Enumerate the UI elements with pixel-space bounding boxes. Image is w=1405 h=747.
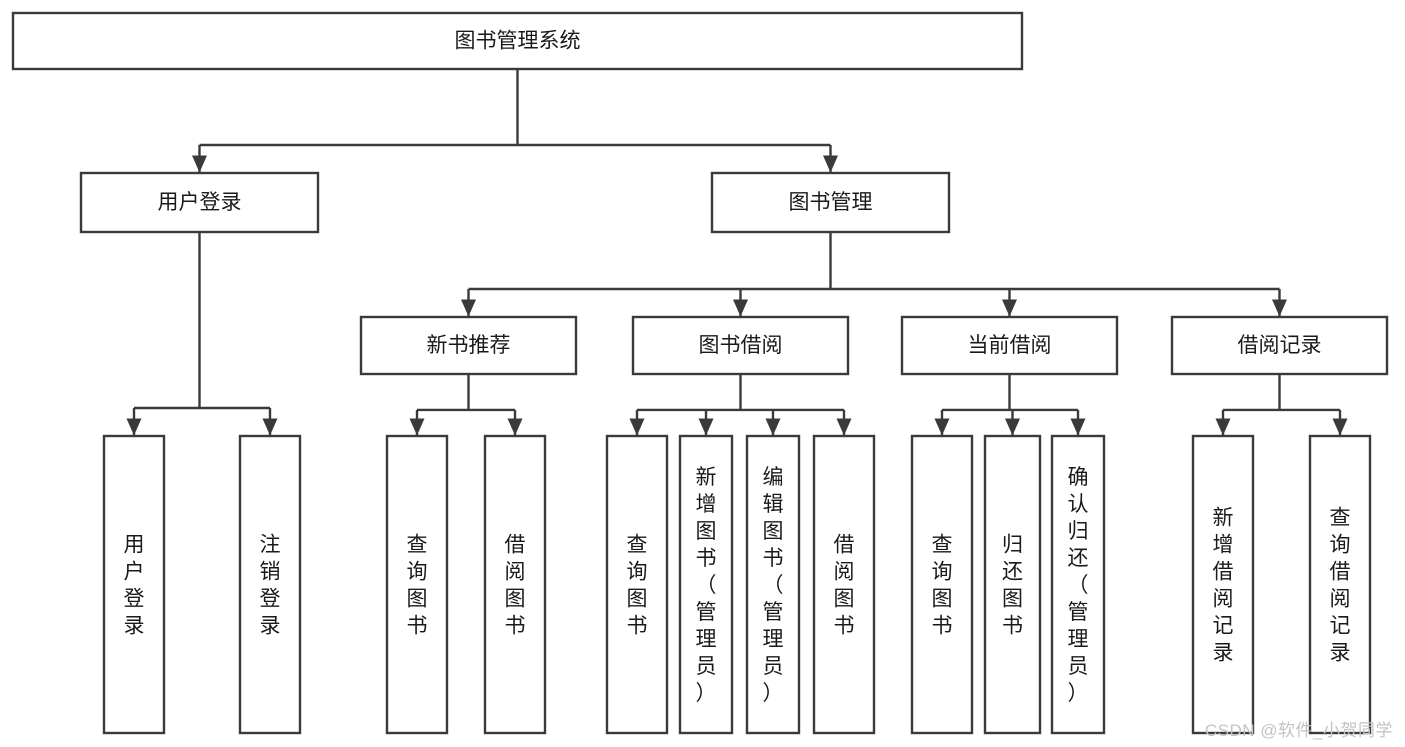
- node-box-leaf-add-borrow-record: [1191, 434, 1255, 735]
- node-label-leaf-add-borrow-record: 新增借阅记录: [1213, 507, 1234, 665]
- node-label-book-borrow: 图书借阅: [699, 334, 783, 357]
- node-leaf-borrow-book[interactable]: 借阅图书: [812, 434, 876, 735]
- node-leaf-add-book[interactable]: 新增图书（管理员）: [678, 434, 734, 735]
- arrow-head: [1332, 418, 1348, 436]
- arrow-head: [836, 418, 852, 436]
- node-leaf-user-login[interactable]: 用户登录: [102, 434, 166, 735]
- node-leaf-return-book[interactable]: 归还图书: [983, 434, 1042, 735]
- connector-conn-current-split: [934, 374, 1086, 436]
- node-label-leaf-query-borrow-record: 查询借阅记录: [1330, 507, 1351, 665]
- node-user-login[interactable]: 用户登录: [79, 171, 320, 234]
- node-leaf-query-book-current[interactable]: 查询图书: [910, 434, 974, 735]
- arrow-head: [1070, 418, 1086, 436]
- node-label-leaf-borrow-book-recommend: 借阅图书: [505, 534, 526, 638]
- node-label-leaf-add-book: 新增图书（管理员）: [696, 466, 717, 705]
- connector-conn-root-split: [192, 69, 838, 173]
- nodes-layer: 图书管理系统用户登录图书管理新书推荐图书借阅当前借阅借阅记录用户登录注销登录查询…: [11, 11, 1389, 735]
- node-box-user-login: [79, 171, 320, 234]
- node-box-book-management: [710, 171, 951, 234]
- node-leaf-query-borrow-record[interactable]: 查询借阅记录: [1308, 434, 1372, 735]
- node-box-leaf-edit-book: [745, 434, 801, 735]
- arrow-head: [1215, 418, 1231, 436]
- connector-conn-borrow-split: [629, 374, 852, 436]
- arrow-head: [1002, 299, 1017, 317]
- node-box-leaf-borrow-book-recommend: [483, 434, 547, 735]
- node-borrow-record[interactable]: 借阅记录: [1170, 315, 1389, 376]
- node-box-current-borrow: [900, 315, 1119, 376]
- arrow-head: [126, 418, 142, 436]
- node-leaf-logout[interactable]: 注销登录: [238, 434, 302, 735]
- node-box-leaf-return-book: [983, 434, 1042, 735]
- node-box-root: [11, 11, 1024, 71]
- arrow-head: [629, 418, 645, 436]
- node-label-root: 图书管理系统: [455, 30, 581, 53]
- node-label-leaf-return-book: 归还图书: [1002, 534, 1023, 638]
- node-leaf-query-book-recommend[interactable]: 查询图书: [385, 434, 449, 735]
- node-leaf-add-borrow-record[interactable]: 新增借阅记录: [1191, 434, 1255, 735]
- connector-conn-recommend-split: [409, 374, 523, 436]
- node-box-book-borrow: [631, 315, 850, 376]
- node-box-borrow-record: [1170, 315, 1389, 376]
- node-label-leaf-logout: 注销登录: [260, 534, 281, 638]
- node-label-leaf-query-book-current: 查询图书: [932, 534, 953, 638]
- node-box-leaf-user-login: [102, 434, 166, 735]
- node-label-leaf-confirm-return: 确认归还（管理员）: [1068, 466, 1089, 705]
- arrow-head: [262, 418, 278, 436]
- node-book-management[interactable]: 图书管理: [710, 171, 951, 234]
- arrow-head: [461, 299, 476, 317]
- node-box-leaf-logout: [238, 434, 302, 735]
- node-label-book-management: 图书管理: [789, 191, 873, 214]
- node-box-leaf-query-book-recommend: [385, 434, 449, 735]
- node-root[interactable]: 图书管理系统: [11, 11, 1024, 71]
- node-box-leaf-query-book-current: [910, 434, 974, 735]
- node-new-book-recommend[interactable]: 新书推荐: [359, 315, 578, 376]
- connector-conn-record-split: [1215, 374, 1348, 436]
- connector-conn-book-management-split: [461, 232, 1287, 317]
- node-box-leaf-borrow-book: [812, 434, 876, 735]
- node-leaf-edit-book[interactable]: 编辑图书（管理员）: [745, 434, 801, 735]
- arrow-head: [1005, 418, 1020, 436]
- node-leaf-query-book-borrow[interactable]: 查询图书: [605, 434, 669, 735]
- arrow-head: [733, 299, 748, 317]
- arrow-head: [823, 155, 838, 173]
- node-label-user-login: 用户登录: [158, 191, 242, 214]
- node-label-leaf-edit-book: 编辑图书（管理员）: [763, 466, 784, 705]
- arrow-head: [698, 418, 714, 436]
- node-box-new-book-recommend: [359, 315, 578, 376]
- node-book-borrow[interactable]: 图书借阅: [631, 315, 850, 376]
- arrow-head: [765, 418, 781, 436]
- node-box-leaf-query-borrow-record: [1308, 434, 1372, 735]
- arrow-head: [192, 155, 207, 173]
- node-leaf-confirm-return[interactable]: 确认归还（管理员）: [1050, 434, 1106, 735]
- arrow-head: [934, 418, 950, 436]
- node-label-leaf-query-book-recommend: 查询图书: [407, 534, 428, 638]
- arrow-head: [1272, 299, 1287, 317]
- node-label-leaf-user-login: 用户登录: [124, 534, 145, 638]
- node-label-borrow-record: 借阅记录: [1238, 334, 1322, 357]
- arrow-head: [409, 418, 425, 436]
- connector-conn-user-login-split: [126, 232, 278, 436]
- node-box-leaf-add-book: [678, 434, 734, 735]
- node-box-leaf-query-book-borrow: [605, 434, 669, 735]
- connectors-layer: [126, 69, 1348, 436]
- node-label-current-borrow: 当前借阅: [968, 334, 1052, 357]
- arrow-head: [507, 418, 523, 436]
- node-label-new-book-recommend: 新书推荐: [427, 334, 511, 357]
- node-current-borrow[interactable]: 当前借阅: [900, 315, 1119, 376]
- node-leaf-borrow-book-recommend[interactable]: 借阅图书: [483, 434, 547, 735]
- node-label-leaf-query-book-borrow: 查询图书: [627, 534, 648, 638]
- node-label-leaf-borrow-book: 借阅图书: [834, 534, 855, 638]
- node-box-leaf-confirm-return: [1050, 434, 1106, 735]
